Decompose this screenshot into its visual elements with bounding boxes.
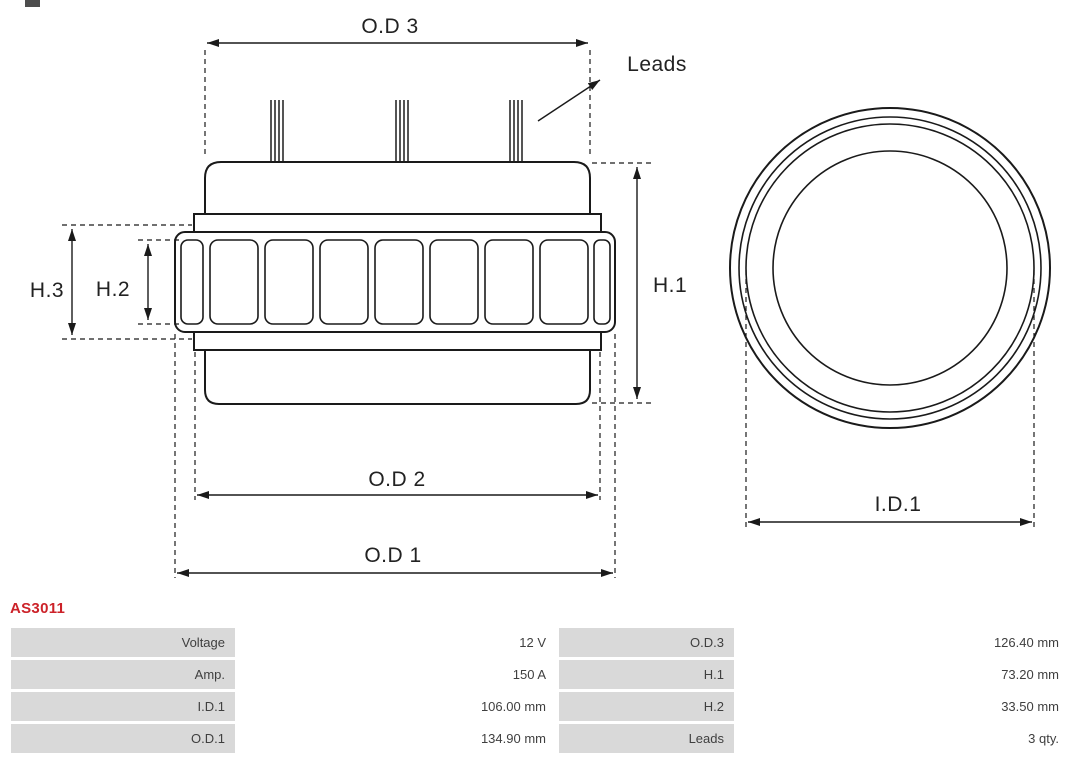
spec-label: H.1 [559, 660, 734, 689]
spec-value: 33.50 mm [737, 692, 1069, 721]
dimension-od3: O.D 3 [204, 15, 591, 158]
dimension-h1: H.1 [592, 162, 687, 404]
h3-dimension-label: H.3 [30, 279, 64, 302]
spec-value: 150 A [238, 660, 556, 689]
spec-label: Voltage [11, 628, 235, 657]
h2-dimension-label: H.2 [96, 278, 130, 301]
spec-value: 134.90 mm [238, 724, 556, 753]
spec-label: Amp. [11, 660, 235, 689]
lead-wires [270, 100, 523, 161]
side-view-drawing [174, 100, 616, 405]
leads-label: Leads [627, 53, 687, 76]
leads-callout: Leads [537, 53, 687, 122]
lamination-band [174, 231, 616, 333]
spec-table: Voltage 12 V O.D.3 126.40 mm Amp. 150 A … [8, 625, 1072, 756]
spec-label: O.D.3 [559, 628, 734, 657]
stator-technical-diagram: O.D 3 Leads H.1 H.3 H.2 O.D 2 O.D 1 [30, 15, 1051, 578]
dimension-id1: I.D.1 [745, 270, 1035, 528]
dimension-od2: O.D 2 [194, 352, 601, 500]
spec-value: 106.00 mm [238, 692, 556, 721]
spec-label: H.2 [559, 692, 734, 721]
part-number: AS3011 [10, 600, 66, 617]
spec-label: Leads [559, 724, 734, 753]
stator-top-flange [193, 213, 602, 233]
dimension-h2: H.2 [96, 239, 180, 325]
spec-label: I.D.1 [11, 692, 235, 721]
h1-dimension-label: H.1 [653, 274, 687, 297]
table-row: Voltage 12 V O.D.3 126.40 mm [11, 628, 1069, 657]
stator-bottom-flange [193, 331, 602, 351]
front-view-drawing [729, 107, 1051, 429]
spec-value: 12 V [238, 628, 556, 657]
dimension-od1: O.D 1 [174, 334, 616, 578]
table-row: Amp. 150 A H.1 73.20 mm [11, 660, 1069, 689]
od2-dimension-label: O.D 2 [368, 468, 425, 491]
cropped-logo-fragment [25, 0, 40, 7]
id1-dimension-label: I.D.1 [875, 493, 922, 516]
table-row: O.D.1 134.90 mm Leads 3 qty. [11, 724, 1069, 753]
spec-value: 3 qty. [737, 724, 1069, 753]
spec-label: O.D.1 [11, 724, 235, 753]
spec-value: 73.20 mm [737, 660, 1069, 689]
od3-dimension-label: O.D 3 [361, 15, 418, 38]
spec-value: 126.40 mm [737, 628, 1069, 657]
table-row: I.D.1 106.00 mm H.2 33.50 mm [11, 692, 1069, 721]
lamination-slots [180, 239, 611, 325]
dimension-h3: H.3 [30, 224, 192, 340]
od1-dimension-label: O.D 1 [364, 544, 421, 567]
stator-bottom-cap [204, 349, 591, 405]
